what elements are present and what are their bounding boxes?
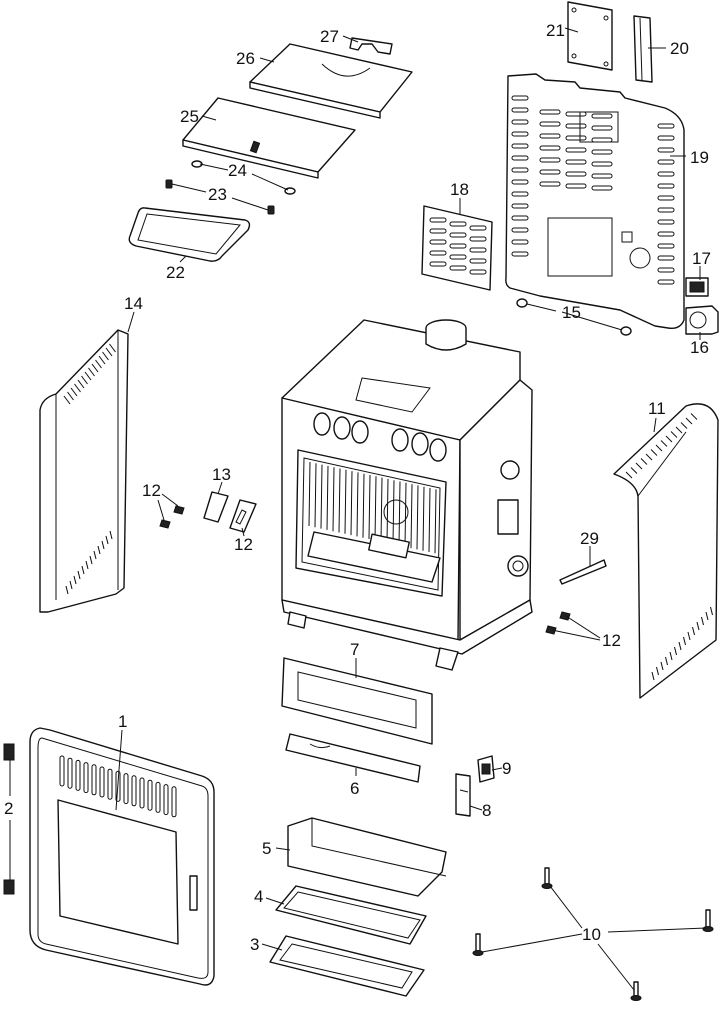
callout-23: 22 (166, 263, 185, 282)
callout-2: 2 (4, 799, 13, 818)
callout-11: 11 (648, 399, 666, 418)
callout-10: 10 (582, 925, 601, 944)
part-26-baffle-plate (182, 97, 356, 179)
part-12-screws-left (159, 505, 185, 529)
part-7-trim-plate (281, 657, 433, 745)
callout-3: 3 (250, 935, 259, 954)
part-21-bracket (633, 15, 653, 83)
part-22-plate (567, 1, 613, 71)
stove-body (281, 319, 533, 671)
callout-21: 20 (670, 39, 689, 58)
part-17-fan-housing (685, 305, 719, 335)
callout-labels: 27 26 25 24 23 22 21 20 19 18 17 16 15 1… (4, 21, 711, 954)
part-24-bolts (165, 179, 275, 215)
callout-6: 6 (350, 779, 359, 798)
callout-12-left: 12 (142, 481, 161, 500)
callout-12-right-visible: 12 (602, 631, 621, 650)
part-29-rod (559, 559, 607, 585)
part-8-bracket (455, 773, 471, 817)
callout-16: 15 (562, 303, 581, 322)
callout-22: 21 (546, 21, 565, 40)
leader-lines (115, 27, 707, 991)
callout-13: 12 (234, 535, 253, 554)
callout-26: 25 (180, 107, 199, 126)
callout-8: 8 (482, 801, 491, 820)
callout-29: 29 (580, 529, 599, 548)
part-19-grille-plate (421, 205, 493, 291)
part-3-frame (269, 935, 425, 997)
callout-1: 1 (118, 712, 127, 731)
part-16-rods (516, 298, 632, 336)
callout-18: 17 (692, 249, 711, 268)
part-13-plate (229, 499, 257, 533)
callout-28: 27 (320, 27, 339, 46)
part-12-screws-right (545, 611, 571, 635)
part-18-switch (685, 277, 709, 297)
part-14-plate (203, 491, 229, 523)
part-6-deflector (285, 733, 421, 783)
callout-5: 5 (262, 839, 271, 858)
callout-9: 9 (502, 759, 511, 778)
part-23-gasket (128, 207, 251, 262)
part-1-front-door (29, 727, 215, 986)
callout-4: 4 (254, 887, 263, 906)
part-20-rear-panel (505, 73, 685, 330)
part-28-bracket (349, 37, 393, 55)
part-5-ash-tray (287, 817, 447, 897)
part-9-sensor (477, 755, 495, 783)
part-11-right-side-panel (613, 403, 719, 699)
callout-14: 13 (212, 465, 231, 484)
callout-17: 16 (690, 338, 709, 357)
part-2-hinges (3, 743, 15, 895)
callout-7: 7 (350, 640, 359, 659)
part-4-plate (275, 885, 427, 945)
callout-27: 26 (236, 49, 255, 68)
callout-15: 14 (124, 294, 143, 313)
part-27-top-plate (249, 43, 413, 119)
callout-19: 18 (450, 180, 469, 199)
part-15-left-side-panel (39, 329, 129, 613)
callout-25: 24 (228, 161, 247, 180)
callout-24: 23 (208, 185, 227, 204)
callout-20: 19 (690, 148, 709, 167)
